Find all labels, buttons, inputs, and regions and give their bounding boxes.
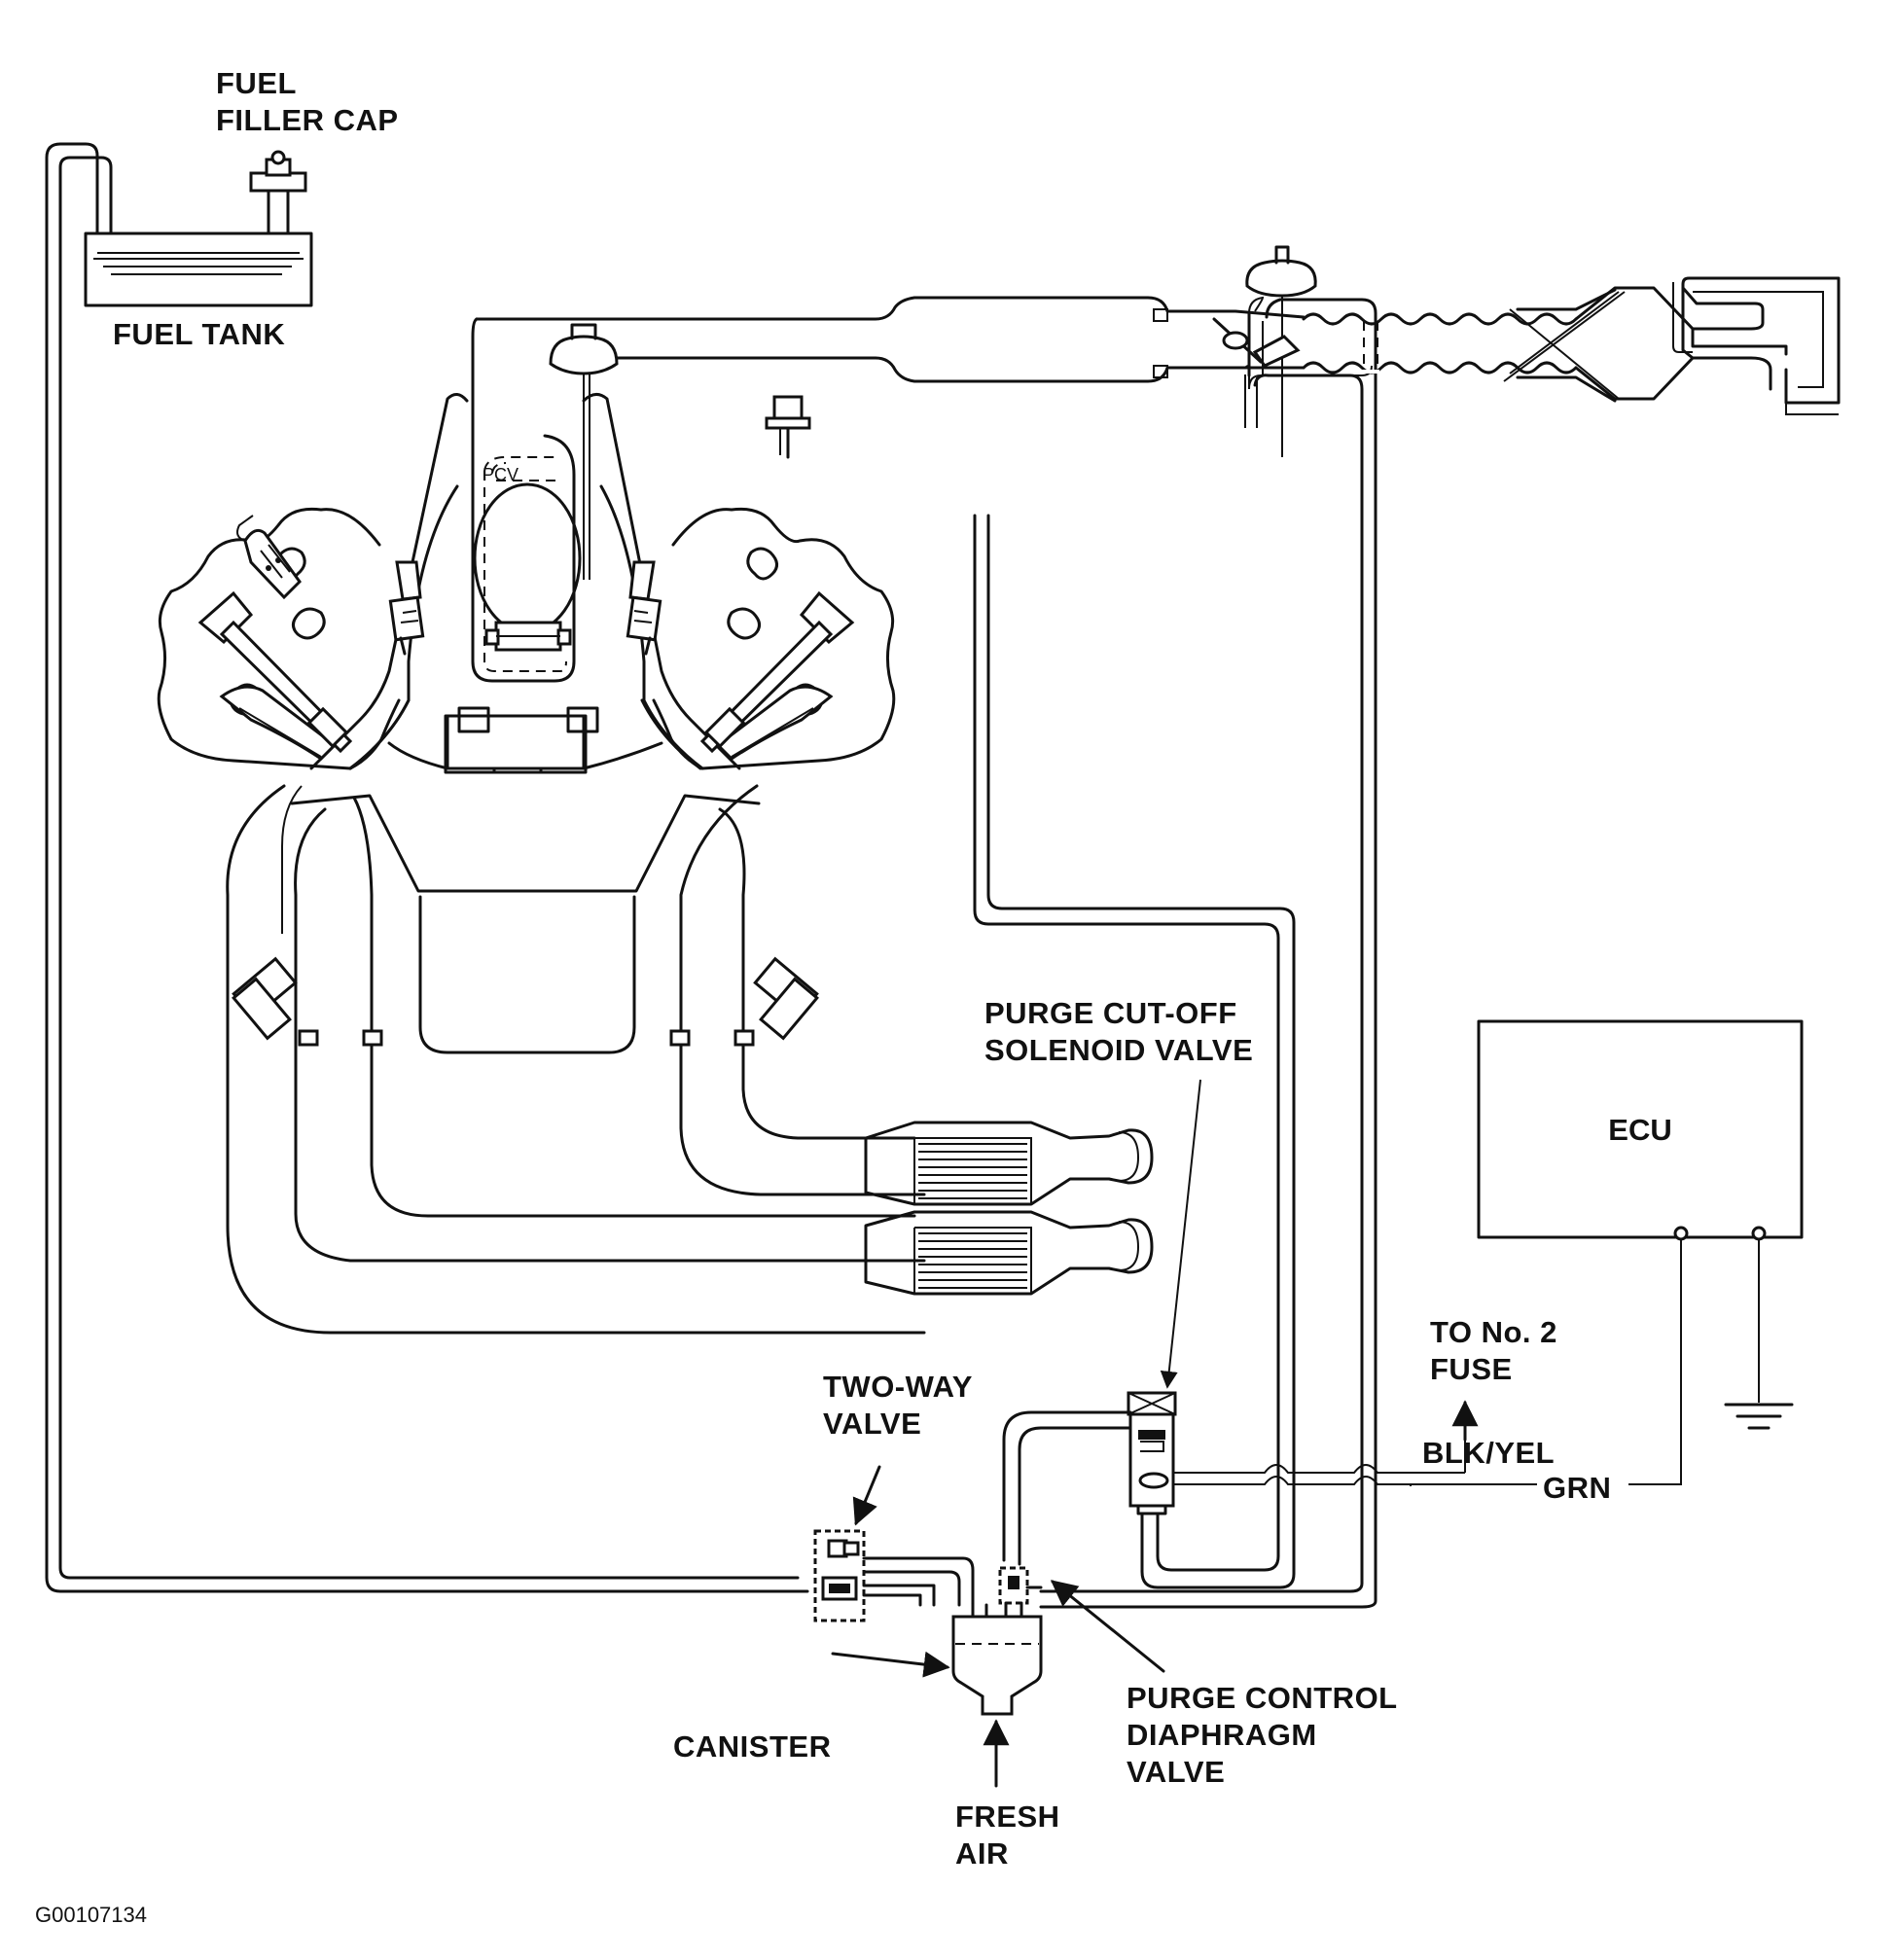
fresh-air-label-1: FRESH <box>955 1800 1060 1834</box>
two-way-valve-label-1: TWO-WAY <box>823 1370 973 1404</box>
tank-vent-hose <box>45 142 809 1593</box>
intake-tract <box>471 276 1841 415</box>
purge-cutoff-label-2: SOLENOID VALVE <box>984 1033 1253 1067</box>
plenum-diaphragm <box>549 323 619 580</box>
wire-grn-label: GRN <box>1543 1471 1611 1505</box>
labels: FUEL FILLER CAP FUEL TANK PURGE CUT-OFF … <box>35 66 1611 1927</box>
fuel-injector-icon <box>626 560 662 656</box>
fuel-filler-cap-label-1: FUEL <box>216 66 297 100</box>
purge-control-diaphragm-valve <box>998 1566 1043 1619</box>
two-way-valve-label-2: VALVE <box>823 1407 921 1441</box>
ecu-label: ECU <box>1608 1113 1671 1147</box>
arrow-icon <box>831 1079 1479 1788</box>
engine-block: PCV <box>157 385 896 774</box>
fresh-air-label-2: AIR <box>955 1836 1009 1871</box>
canister <box>951 1603 1043 1716</box>
to-fuse-label-2: FUSE <box>1430 1352 1513 1386</box>
purge-control-label-3: VALVE <box>1127 1755 1225 1789</box>
fuel-tank-label: FUEL TANK <box>113 317 285 351</box>
purge-cutoff-solenoid-valve <box>1002 1391 1465 1566</box>
fuel-filler-cap <box>249 150 307 235</box>
wire-blk-yel-label: BLK/YEL <box>1422 1436 1555 1470</box>
oil-pan <box>290 794 761 1054</box>
catalytic-converter-icon <box>864 1210 1154 1296</box>
figure-code: G00107134 <box>35 1903 147 1927</box>
purge-vacuum-line <box>1039 298 1379 1609</box>
purge-control-label-2: DIAPHRAGM <box>1127 1718 1317 1752</box>
fuel-rail-connector <box>236 515 302 600</box>
throttle-diaphragm <box>1212 245 1378 457</box>
two-way-valve <box>813 1529 975 1622</box>
purge-control-label-1: PURGE CONTROL <box>1127 1681 1398 1715</box>
svg-text:PCV: PCV <box>483 465 519 484</box>
wiring-harness <box>1411 1239 1760 1485</box>
ecu: ECU <box>1477 1019 1804 1241</box>
fuel-tank <box>84 232 313 307</box>
fuel-filler-cap-label-2: FILLER CAP <box>216 103 399 137</box>
purge-cutoff-label-1: PURGE CUT-OFF <box>984 996 1237 1030</box>
purge-line <box>973 514 1296 1589</box>
intake-sensor <box>765 395 811 459</box>
to-fuse-label-1: TO No. 2 <box>1430 1315 1557 1349</box>
canister-label: CANISTER <box>673 1729 831 1764</box>
catalytic-converter-icon <box>864 1121 1154 1206</box>
ground-symbol-icon <box>1724 1403 1794 1430</box>
exhaust-system <box>226 784 926 1335</box>
fuel-injector-icon <box>388 560 425 656</box>
